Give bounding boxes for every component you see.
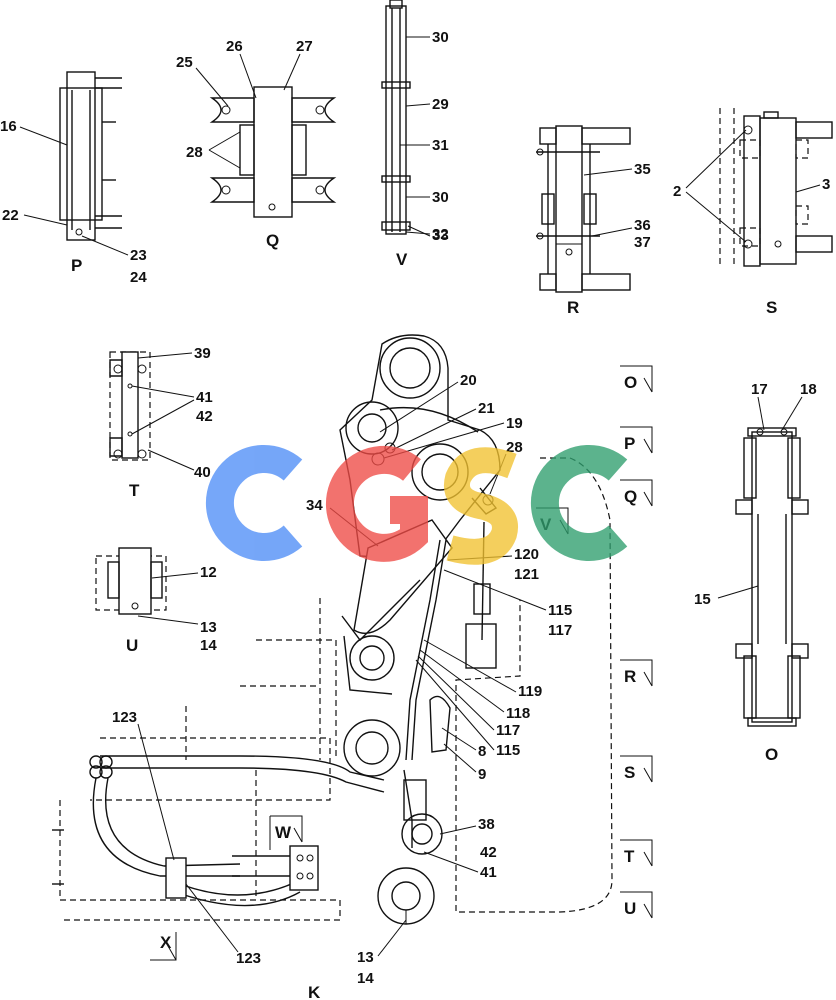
view-tag-u: U bbox=[620, 891, 653, 919]
part-8-label: 8 bbox=[478, 743, 486, 760]
part-20-label: 20 bbox=[460, 372, 477, 389]
view-tag-s: S bbox=[620, 755, 653, 783]
view-tag-t-letter: T bbox=[624, 847, 635, 866]
part-12-label: 12 bbox=[200, 564, 217, 581]
watermark bbox=[205, 445, 628, 565]
part-39-label: 39 bbox=[194, 345, 211, 362]
part-121-label: 121 bbox=[514, 566, 539, 583]
part-16-label: 16 bbox=[0, 118, 17, 135]
view-o-title: O bbox=[765, 745, 778, 764]
view-s-drawing bbox=[719, 108, 833, 267]
part-123-label-bottom: 123 bbox=[236, 950, 261, 967]
part-37-label: 37 bbox=[634, 234, 651, 251]
view-q-title: Q bbox=[266, 231, 279, 250]
watermark-letter-s bbox=[444, 447, 518, 565]
view-tag-x: X bbox=[150, 932, 177, 961]
part-14-label-main: 14 bbox=[357, 970, 374, 987]
view-u-drawing bbox=[95, 547, 167, 615]
view-r-title: R bbox=[567, 298, 579, 317]
part-42-label-main: 42 bbox=[480, 844, 497, 861]
part-9-label: 9 bbox=[478, 766, 486, 783]
part-38-label: 38 bbox=[478, 816, 495, 833]
part-22-label: 22 bbox=[2, 207, 19, 224]
part-15-label: 15 bbox=[694, 591, 711, 608]
view-tag-p-letter: P bbox=[624, 434, 635, 453]
view-tag-t: T bbox=[620, 839, 653, 867]
part-33-label: 33 bbox=[432, 227, 449, 244]
view-p-drawing bbox=[59, 71, 122, 241]
part-27-label: 27 bbox=[296, 38, 313, 55]
part-115-label-bottom: 115 bbox=[496, 742, 520, 759]
view-tag-w-letter: W bbox=[275, 823, 292, 842]
part-30-label-bottom: 30 bbox=[432, 189, 449, 206]
part-30-label-top: 30 bbox=[432, 29, 449, 46]
view-tag-q-letter: Q bbox=[624, 487, 637, 506]
watermark-letter-g bbox=[325, 445, 428, 562]
part-41-label-main: 41 bbox=[480, 864, 497, 881]
part-120-label: 120 bbox=[514, 546, 539, 563]
part-23-label: 23 bbox=[130, 247, 147, 264]
view-p-title: P bbox=[71, 256, 82, 275]
watermark-letter-c1 bbox=[205, 445, 303, 561]
part-24-label: 24 bbox=[130, 269, 147, 286]
view-v-drawing bbox=[381, 0, 411, 235]
part-117-label-bottom: 117 bbox=[496, 722, 520, 739]
part-13-label-main: 13 bbox=[357, 949, 374, 966]
watermark-letter-c2 bbox=[530, 445, 628, 561]
part-18-label: 18 bbox=[800, 381, 817, 398]
part-13-label-u: 13 bbox=[200, 619, 217, 636]
view-t-drawing bbox=[109, 351, 151, 461]
view-tag-o: O bbox=[620, 365, 653, 393]
part-42-label-t: 42 bbox=[196, 408, 213, 425]
view-tag-s-letter: S bbox=[624, 763, 635, 782]
part-117-label-top: 117 bbox=[548, 622, 572, 639]
part-31-label: 31 bbox=[432, 137, 449, 154]
part-34-label: 34 bbox=[306, 497, 323, 514]
view-v-title: V bbox=[396, 250, 408, 269]
view-k-title: K bbox=[308, 983, 321, 1000]
view-u-title: U bbox=[126, 636, 138, 655]
part-17-label: 17 bbox=[751, 381, 768, 398]
view-tag-w: W bbox=[269, 815, 303, 850]
part-41-label-t: 41 bbox=[196, 389, 213, 406]
part-29-label: 29 bbox=[432, 96, 449, 113]
part-36-label: 36 bbox=[634, 217, 651, 234]
view-r-drawing bbox=[536, 125, 631, 293]
part-28-label-q: 28 bbox=[186, 144, 203, 161]
part-119-label: 119 bbox=[518, 683, 542, 700]
part-25-label: 25 bbox=[176, 54, 193, 71]
part-115-label-top: 115 bbox=[548, 602, 572, 619]
view-tag-r-letter: R bbox=[624, 667, 636, 686]
view-o-drawing bbox=[735, 427, 809, 727]
part-2-label: 2 bbox=[673, 183, 681, 200]
part-40-label: 40 bbox=[194, 464, 211, 481]
part-19-label: 19 bbox=[506, 415, 523, 432]
part-35-label: 35 bbox=[634, 161, 651, 178]
view-tag-p: P bbox=[620, 426, 653, 454]
view-tag-q: Q bbox=[620, 479, 653, 507]
view-s-title: S bbox=[766, 298, 777, 317]
view-tag-r: R bbox=[620, 659, 653, 687]
part-26-label: 26 bbox=[226, 38, 243, 55]
part-32-label-shown: 32 bbox=[432, 226, 449, 243]
part-123-label-top: 123 bbox=[112, 709, 137, 726]
view-tag-o-letter: O bbox=[624, 373, 637, 392]
view-q-drawing bbox=[209, 86, 337, 218]
part-118-label: 118 bbox=[506, 705, 530, 722]
view-t-title: T bbox=[129, 481, 140, 500]
part-21-label: 21 bbox=[478, 400, 495, 417]
part-3-label: 3 bbox=[822, 176, 830, 193]
part-14-label-u: 14 bbox=[200, 637, 217, 654]
view-tag-u-letter: U bbox=[624, 899, 636, 918]
